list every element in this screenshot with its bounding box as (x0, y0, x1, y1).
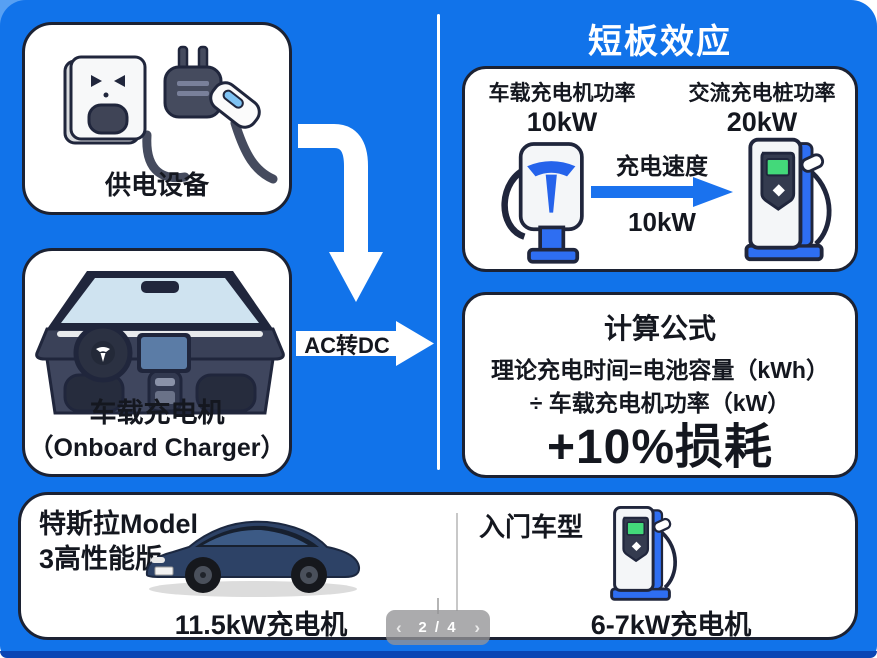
charge-speed-label: 充电速度 (616, 153, 708, 179)
onboard-charger-card: 车载充电机 （Onboard Charger） (22, 248, 292, 477)
wall-socket-plug-icon (63, 45, 278, 184)
tesla-wall-connector-icon (501, 142, 584, 264)
entry-charger-value: 6-7kW充电机 (590, 610, 752, 640)
speed-arrow-icon (591, 177, 733, 207)
page-indicator: 2 / 4 (418, 619, 458, 636)
formula-line1: 理论充电时间=电池容量（kWh） (491, 357, 829, 383)
tesla-model-name: 特斯拉Model 3高性能版 (39, 507, 198, 576)
formula-line2: ÷ 车载充电机功率（kW） (529, 390, 791, 416)
comparison-card: 车载充电机功率 10kW 交流充电桩功率 20kW 充电速度 10kW (462, 66, 858, 272)
tesla-model-name-line2: 3高性能版 (39, 543, 163, 574)
onboard-power-label: 车载充电机功率 (488, 82, 636, 105)
right-arrow-icon (296, 321, 434, 366)
entry-model-name: 入门车型 (479, 512, 584, 542)
entry-charging-pile-icon (610, 505, 677, 601)
formula-title: 计算公式 (603, 313, 716, 344)
formula-card: 计算公式 理论充电时间=电池容量（kWh） ÷ 车载充电机功率（kW） +10%… (462, 292, 858, 478)
onboard-power-value: 10kW (526, 107, 598, 137)
prev-page-icon[interactable]: ‹ (396, 618, 402, 637)
pager-notch-line (437, 598, 439, 614)
formula-loss: +10%损耗 (546, 421, 774, 474)
power-supply-label: 供电设备 (104, 170, 209, 200)
pile-power-value: 20kW (726, 107, 798, 137)
ac-dc-arrow: AC转DC (296, 321, 434, 366)
bottom-card-divider (456, 513, 458, 611)
tesla-model3-image (145, 520, 361, 597)
next-page-icon[interactable]: › (474, 618, 480, 637)
column-divider-line (437, 14, 440, 470)
car-interior-icon (35, 271, 285, 415)
power-supply-card: 供电设备 (22, 22, 292, 215)
section-title: 短板效应 (588, 23, 732, 61)
tesla-model-name-line1: 特斯拉Model (39, 509, 198, 539)
bottom-edge-strip (0, 651, 877, 658)
pagination-control[interactable]: ‹ 2 / 4 › (386, 610, 490, 645)
onboard-charger-label-cn: 车载充电机 (89, 398, 225, 428)
curved-down-arrow-icon (298, 124, 383, 302)
onboard-charger-label-en: （Onboard Charger） (28, 434, 286, 462)
pile-power-label: 交流充电桩功率 (688, 82, 836, 105)
charge-speed-value: 10kW (628, 207, 696, 237)
ac-dc-label: AC转DC (304, 332, 390, 358)
ac-charging-pile-icon (744, 137, 832, 262)
tesla-charger-value: 11.5kW充电机 (174, 610, 348, 640)
